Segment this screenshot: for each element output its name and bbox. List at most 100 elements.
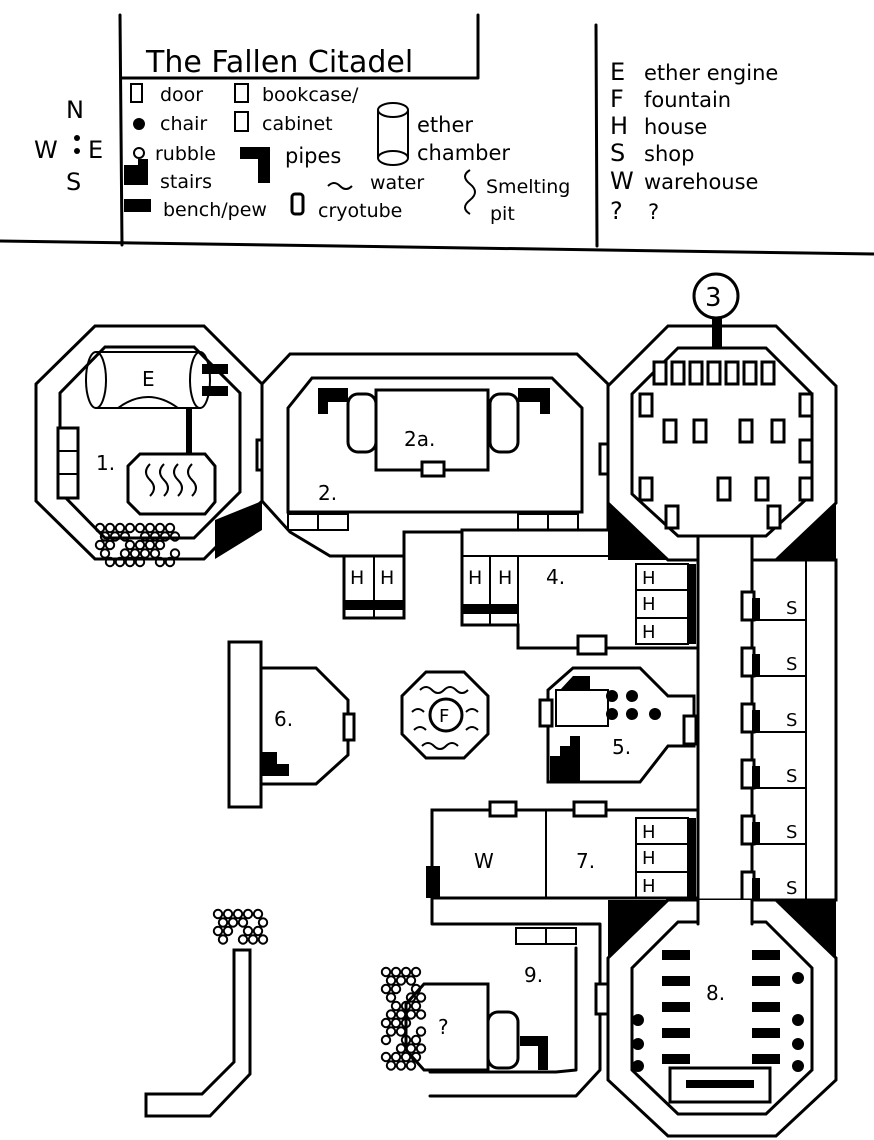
compass-south: S — [66, 168, 81, 196]
room-8: 8. — [606, 898, 838, 1138]
legend-fountain: fountain — [644, 88, 731, 112]
room-2a — [374, 388, 490, 472]
rubble-icon — [169, 531, 181, 542]
rubble-icon — [154, 522, 166, 534]
ether-engine: E — [85, 351, 228, 458]
cabinet-icon — [760, 360, 776, 386]
rubble-icon — [400, 1017, 412, 1029]
bench-icon — [752, 1002, 780, 1012]
rubble-icon — [124, 539, 136, 551]
room-9-label: 9. — [524, 963, 543, 987]
rubble-icon — [410, 1051, 422, 1063]
room-3-label: 3 — [705, 283, 722, 313]
room-2: 2a. 2. — [260, 352, 614, 558]
room-2a-label: 2a. — [404, 427, 435, 451]
legend-key-e: E — [610, 58, 625, 86]
mystery-room-label: ? — [438, 1015, 449, 1039]
cabinet-icon — [662, 418, 678, 444]
rubble-icon — [144, 522, 156, 534]
legend-stairs: stairs — [160, 171, 212, 193]
cabinet-icon — [754, 476, 770, 502]
rubble-icon — [242, 925, 254, 937]
rubble-icon — [217, 917, 229, 928]
door-icon — [130, 83, 143, 103]
house-label: H — [642, 876, 656, 897]
room-8-label: 8. — [706, 981, 725, 1005]
stairs-icon — [261, 752, 289, 776]
header-rule — [0, 239, 874, 256]
house-label: H — [380, 567, 394, 589]
bench-icon — [752, 1028, 780, 1038]
rubble-icon — [139, 548, 151, 559]
rubble-icon — [104, 522, 116, 534]
room-6-label: 6. — [274, 707, 293, 731]
bench-icon — [662, 976, 690, 986]
legend-bookcase: bookcase/ — [262, 84, 359, 106]
rubble-icon — [405, 1060, 417, 1071]
stairs-icon — [752, 598, 760, 620]
rubble-icon — [237, 934, 249, 945]
chair-icon — [632, 1038, 644, 1050]
chair-icon — [133, 118, 145, 130]
bench-icon — [124, 199, 151, 212]
cabinet-icon — [234, 111, 249, 132]
stairs-icon — [550, 736, 580, 782]
chair-icon — [792, 1014, 804, 1026]
rubble-icon — [415, 1009, 427, 1020]
cabinet-icon — [798, 438, 814, 464]
rubble-icon — [395, 1009, 407, 1020]
chair-icon — [792, 1038, 804, 1050]
rubble-icon — [395, 1060, 407, 1071]
legend-warehouse: warehouse — [644, 170, 758, 194]
shop-label: S — [786, 710, 797, 731]
cabinet-icon — [766, 504, 782, 530]
stairs-icon — [124, 159, 148, 185]
cabinet-icon — [706, 360, 722, 386]
rubble-icon — [257, 934, 269, 945]
room-2-label: 2. — [318, 481, 337, 505]
room-5-label: 5. — [612, 735, 631, 759]
cabinet-icon — [742, 360, 758, 386]
rubble-icon — [134, 556, 146, 568]
rubble-icon — [124, 556, 136, 568]
room-1: E 1. — [34, 324, 269, 561]
room-3-marker — [692, 272, 740, 320]
rubble-icon — [380, 966, 392, 978]
cabinet-icon — [724, 360, 740, 386]
rubble-icon — [212, 908, 224, 920]
room-1-label: 1. — [96, 451, 115, 475]
rubble-icon — [390, 1000, 402, 1012]
room-5: 5. — [538, 666, 698, 784]
ruined-wall — [144, 948, 252, 1118]
legend-symbols: door chair rubble stairs bench/pew bookc… — [124, 83, 570, 225]
legend-rubble: rubble — [155, 143, 216, 165]
ether-chamber-icon — [486, 1010, 520, 1070]
rubble-icon — [400, 1000, 412, 1012]
rubble-icon — [232, 908, 244, 920]
stairs-icon — [752, 822, 760, 844]
legend-ether: ether — [417, 113, 473, 137]
rubble-icon — [410, 1034, 422, 1046]
map-title: The Fallen Citadel — [145, 45, 413, 80]
rubble-icon — [114, 556, 126, 568]
header-frame — [0, 13, 874, 256]
rubble-icon — [400, 1034, 412, 1046]
rubble-icon — [390, 1017, 402, 1029]
shop-label: S — [786, 822, 797, 843]
stairs-icon — [752, 710, 760, 732]
legend-ether-engine: ether engine — [644, 61, 778, 85]
rubble-pile-2 — [380, 966, 427, 1071]
legend-key-h: H — [610, 112, 628, 140]
rubble-icon — [133, 147, 145, 159]
rubble-icon — [405, 1009, 417, 1020]
rubble-icon — [385, 1026, 397, 1037]
rubble-icon — [129, 548, 141, 559]
rubble-icon — [227, 917, 239, 928]
rubble-pile-3 — [212, 908, 269, 945]
rubble-icon — [380, 1034, 392, 1046]
rubble-icon — [144, 539, 156, 551]
rubble-icon — [400, 1051, 412, 1063]
rubble-icon — [405, 992, 417, 1003]
rubble-icon — [252, 925, 264, 937]
room-7-label: 7. — [576, 849, 595, 873]
